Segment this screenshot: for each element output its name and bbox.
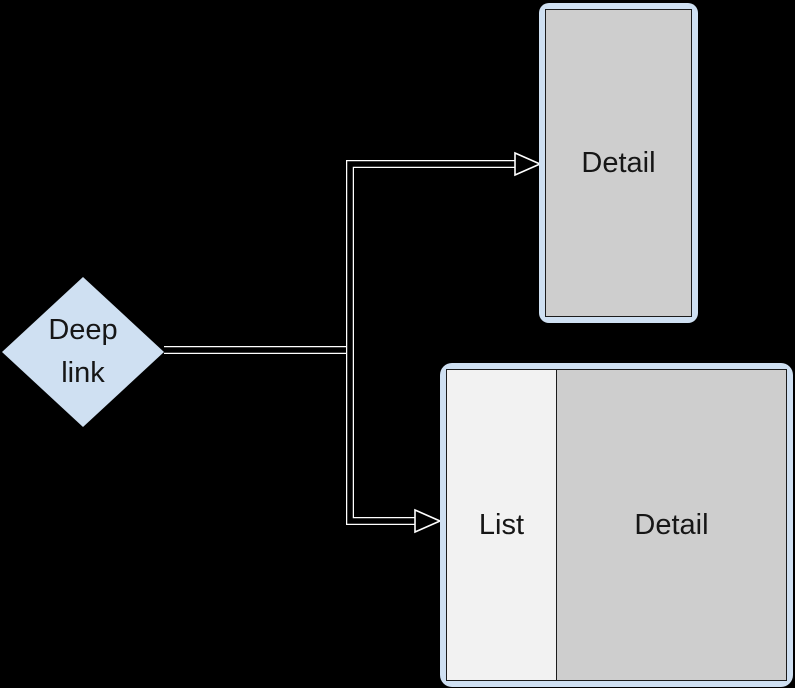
phone-detail-pane: Detail [546, 10, 691, 316]
phone-frame: Detail [539, 3, 698, 323]
tablet-screen: List Detail [446, 369, 787, 681]
deep-link-label: Deep link [48, 314, 118, 389]
deep-link-node: Deep link [2, 277, 164, 427]
tablet-list-label: List [478, 508, 525, 541]
tablet-detail-pane: Detail [557, 370, 786, 680]
tablet-detail-label: Detail [634, 508, 709, 541]
arrowhead-to-phone-icon [514, 151, 542, 177]
tablet-frame: List Detail [440, 363, 793, 687]
tablet-list-pane: List [447, 370, 557, 680]
phone-screen: Detail [545, 9, 692, 317]
arrowhead-to-tablet-icon [414, 508, 442, 534]
phone-detail-label: Detail [581, 146, 656, 179]
